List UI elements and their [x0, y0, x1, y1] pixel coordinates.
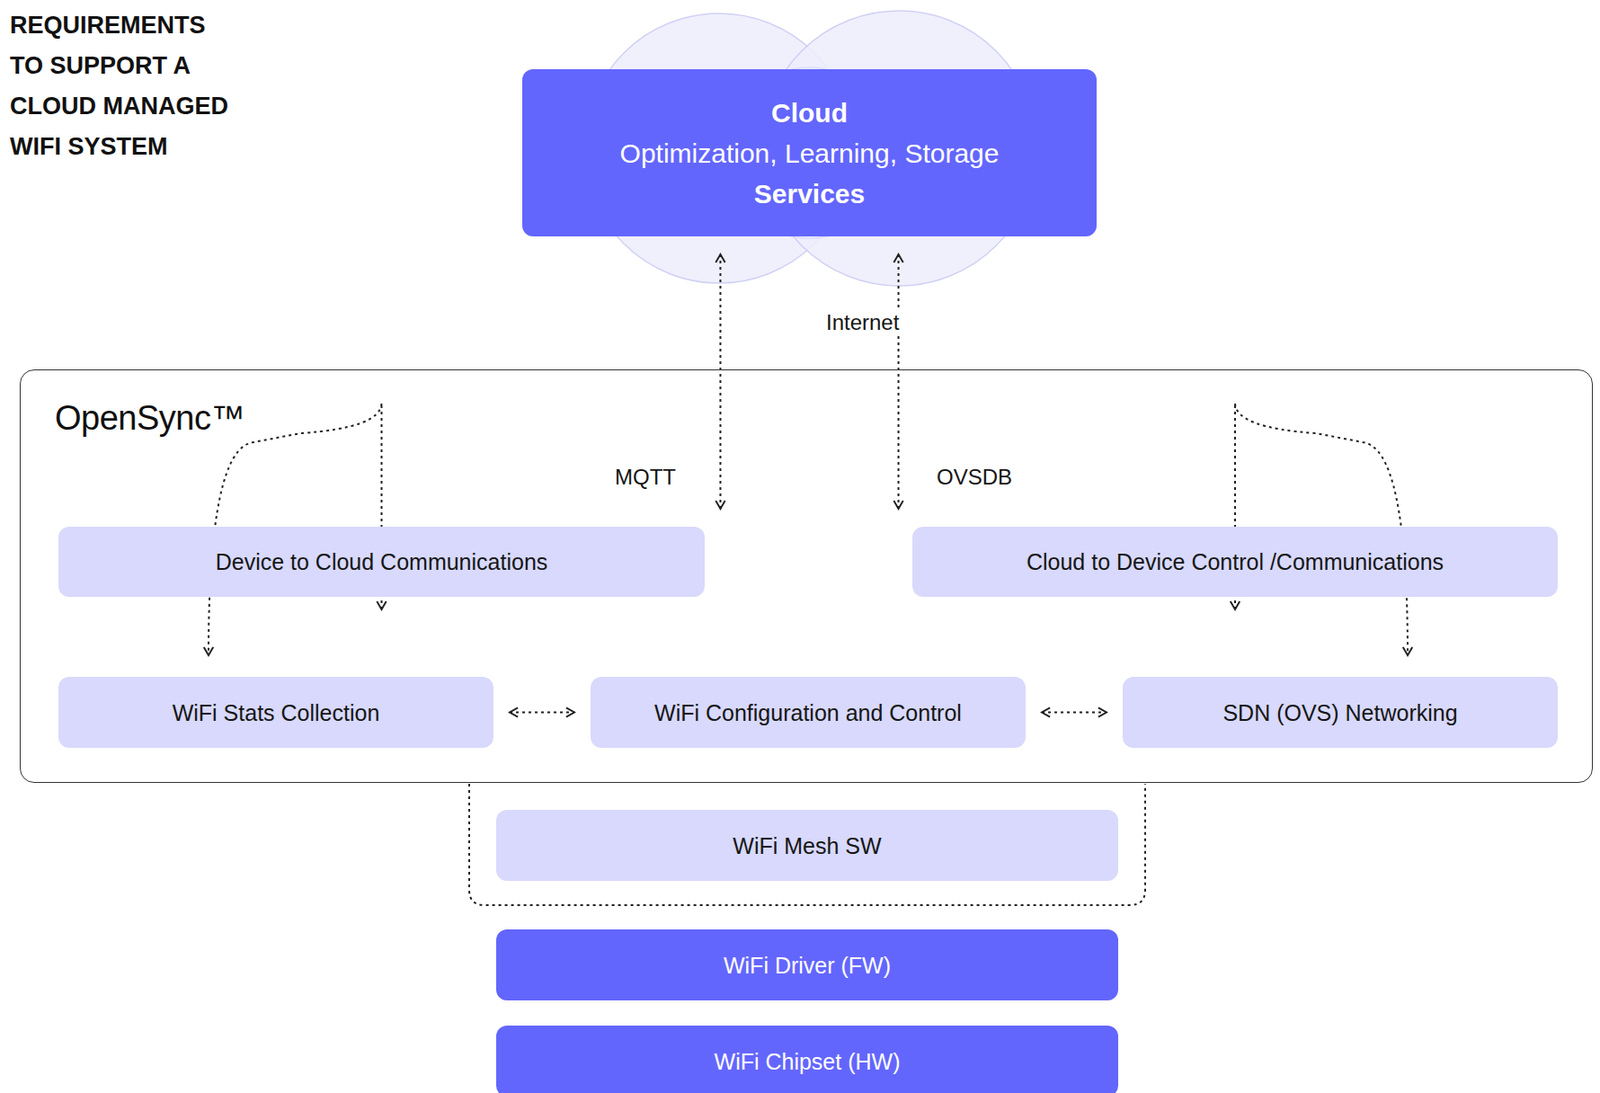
component-box: WiFi Stats Collection — [58, 676, 494, 748]
layer-box: WiFi Chipset (HW) — [496, 1025, 1119, 1093]
layer-box: WiFi Driver (FW) — [496, 929, 1119, 1001]
protocol-label: OVSDB — [934, 464, 1014, 490]
dotted-connector — [719, 254, 721, 509]
component-box: Cloud to Device Control /Communications — [912, 526, 1558, 597]
dotted-connector — [1041, 711, 1107, 714]
component-box: Device to Cloud Communications — [58, 526, 705, 597]
box-label: WiFi Configuration and Control — [654, 698, 962, 728]
box-label: Device to Cloud Communications — [215, 547, 549, 577]
layer-box: WiFi Mesh SW — [496, 809, 1119, 881]
component-box: SDN (OVS) Networking — [1122, 676, 1558, 748]
brand-logo: OpenSync™ — [54, 397, 245, 439]
dotted-connector — [509, 711, 575, 714]
link-label: Internet — [824, 310, 901, 336]
box-label: WiFi Driver (FW) — [723, 951, 891, 980]
diagram-title: REQUIREMENTS TO SUPPORT A CLOUD MANAGED … — [9, 5, 237, 168]
box-label: WiFi Mesh SW — [732, 831, 881, 861]
cloud-services-box: CloudOptimization, Learning, StorageServ… — [522, 69, 1097, 237]
box-label: Optimization, Learning, Storage — [620, 133, 1000, 174]
mesh-bracket — [469, 783, 1146, 906]
protocol-label: MQTT — [613, 464, 678, 490]
box-label: Cloud to Device Control /Communications — [1026, 547, 1444, 577]
box-label: WiFi Stats Collection — [172, 698, 381, 728]
box-label: Services — [754, 173, 865, 214]
box-label: WiFi Chipset (HW) — [714, 1047, 901, 1076]
component-box: WiFi Configuration and Control — [590, 676, 1026, 748]
dotted-connector — [897, 254, 900, 509]
box-label: SDN (OVS) Networking — [1222, 698, 1458, 728]
box-label: Cloud — [771, 92, 848, 134]
opensync-container: OpenSync™ Device to Cloud Communications C… — [19, 369, 1593, 783]
